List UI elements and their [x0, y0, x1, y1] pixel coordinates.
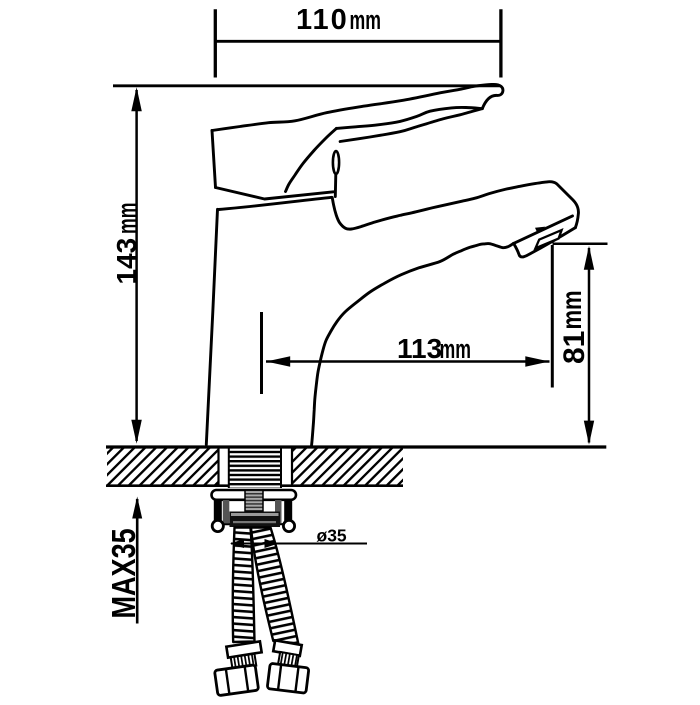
svg-text:113: 113: [397, 333, 442, 364]
svg-text:mm: mm: [440, 335, 471, 364]
svg-text:81: 81: [558, 331, 591, 364]
svg-text:ø35: ø35: [317, 526, 347, 546]
svg-text:mm: mm: [350, 5, 381, 34]
svg-text:110: 110: [296, 4, 349, 36]
svg-text:mm: mm: [557, 290, 588, 329]
svg-text:143: 143: [111, 238, 142, 285]
svg-text:mm: mm: [113, 203, 142, 234]
svg-text:MAX35: MAX35: [107, 528, 143, 618]
